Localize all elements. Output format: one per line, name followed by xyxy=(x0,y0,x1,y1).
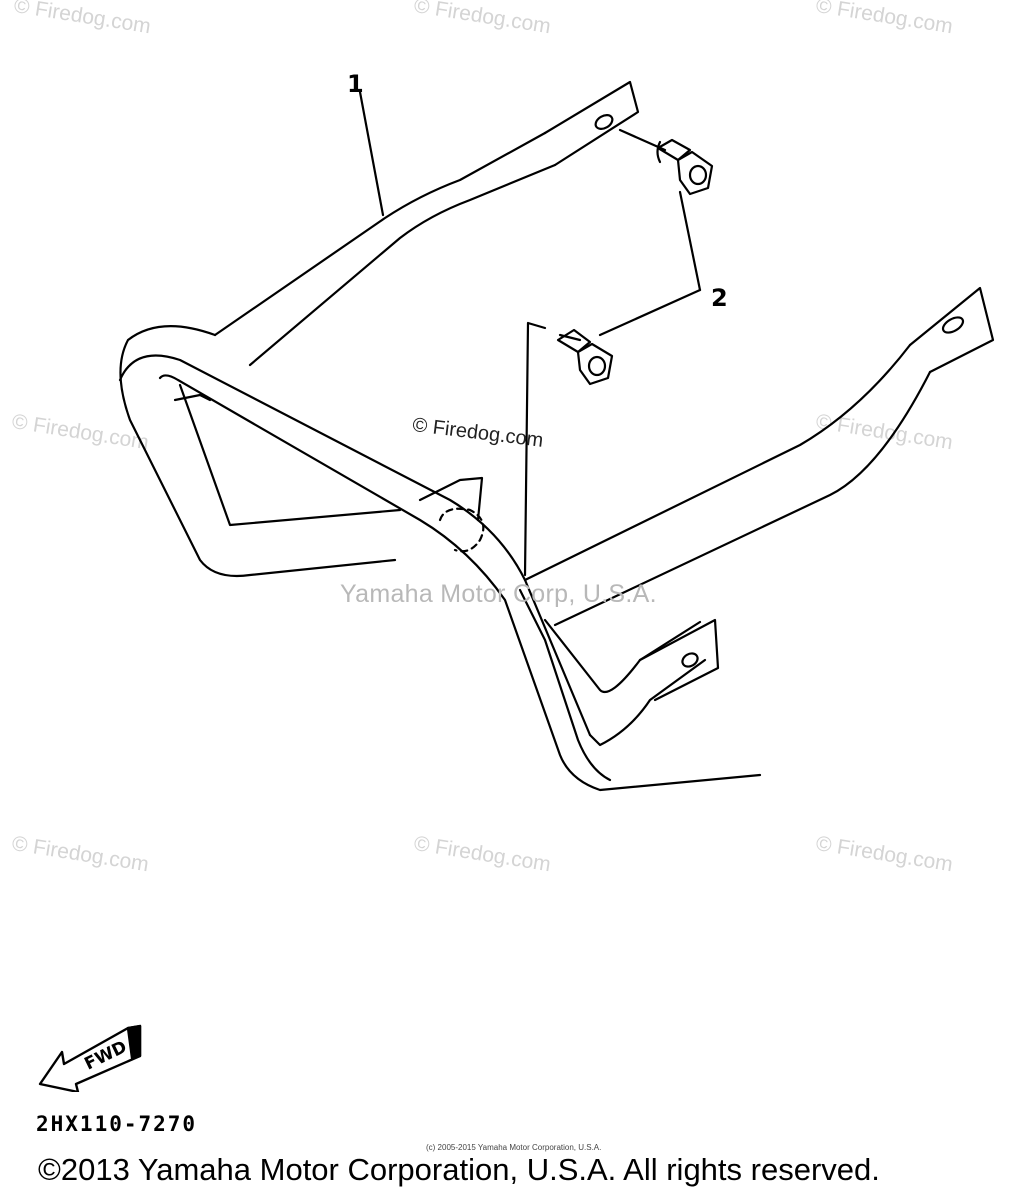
right-bracket-hole xyxy=(941,316,965,334)
top-bracket-hole xyxy=(594,114,614,130)
lower-bracket-hole xyxy=(681,652,699,668)
right-bracket xyxy=(908,286,995,374)
bolt-upper xyxy=(618,128,714,196)
center-ring xyxy=(438,507,485,553)
right-tube-lower xyxy=(553,370,932,627)
leader-bolt-line xyxy=(523,321,547,577)
leader-2a xyxy=(678,190,702,292)
small-copyright: (c) 2005-2015 Yamaha Motor Corporation, … xyxy=(426,1143,602,1152)
lower-bracket xyxy=(638,618,720,702)
front-loop-outer2 xyxy=(178,383,402,527)
upper-tube xyxy=(213,131,547,337)
copyright-notice: ©2013 Yamaha Motor Corporation, U.S.A. A… xyxy=(38,1152,880,1187)
upper-tube-inner xyxy=(248,163,557,367)
front-loop-inner xyxy=(158,374,762,792)
lower-curve xyxy=(518,588,612,782)
fwd-arrow-icon: FWD xyxy=(38,1024,142,1092)
front-loop-outer xyxy=(119,325,397,578)
lower-tube2 xyxy=(588,658,707,747)
center-tab xyxy=(418,476,484,522)
front-bottom-tube xyxy=(118,354,592,737)
leader-1 xyxy=(358,90,385,217)
right-tube-upper xyxy=(523,343,912,582)
yamaha-watermark: Yamaha Motor Corp, U.S.A. xyxy=(340,580,657,608)
bolt-lower xyxy=(556,328,614,386)
leader-2b xyxy=(598,288,702,337)
top-bracket xyxy=(543,80,640,167)
callout-2: 2 xyxy=(711,284,728,312)
diagram-code: 2HX110-7270 xyxy=(36,1112,198,1136)
left-tab xyxy=(173,393,212,402)
callout-1: 1 xyxy=(347,70,364,98)
